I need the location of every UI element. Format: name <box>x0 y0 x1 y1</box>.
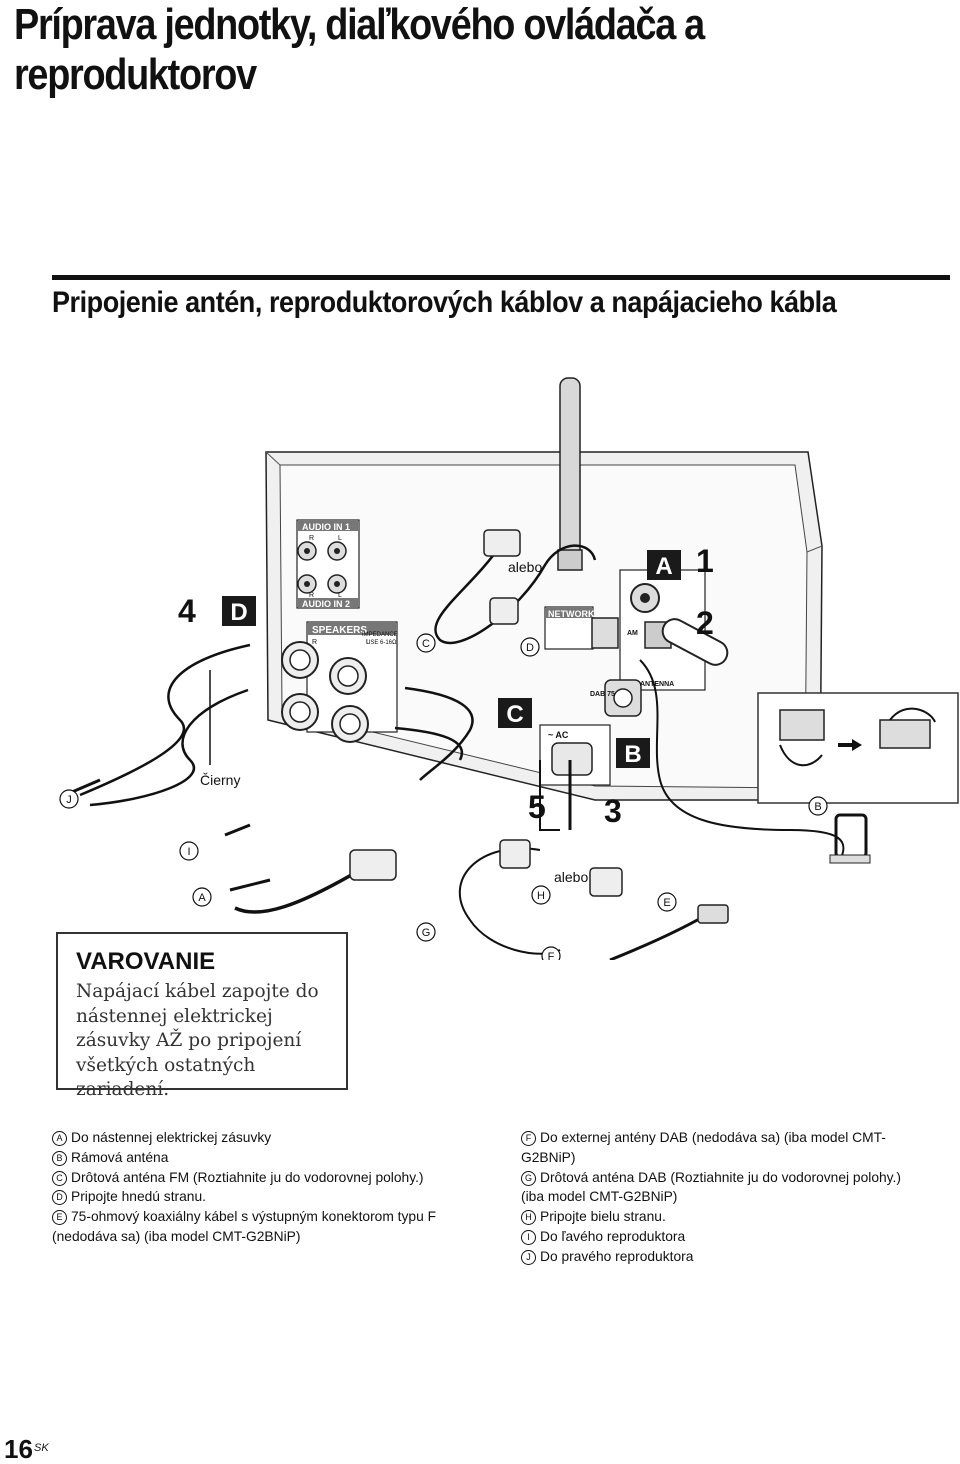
ac-label: ~ AC <box>548 730 569 740</box>
cables <box>79 544 845 960</box>
step-badge: B <box>624 741 641 768</box>
channel-label: L <box>338 535 342 542</box>
legend-item: A Do nástennej elektrickej zásuvky <box>52 1128 472 1148</box>
step-badge: D <box>230 599 247 626</box>
channel-label: R <box>309 535 314 542</box>
legend-text: Pripojte hnedú stranu. <box>71 1189 206 1205</box>
step-badge: A <box>655 553 672 580</box>
callout-label: C <box>422 638 430 650</box>
legend-text: Pripojte bielu stranu. <box>540 1209 666 1225</box>
warning-box: VAROVANIE Napájací kábel zapojte do nást… <box>56 932 348 1100</box>
dab-label: DAB 75 <box>590 691 615 698</box>
channel-label: R <box>312 639 317 646</box>
callout-label: B <box>814 801 821 813</box>
callout-letter: J <box>521 1249 536 1265</box>
legend-text: Drôtová anténa DAB (Roztiahnite ju do vo… <box>521 1169 901 1205</box>
unit-rear-panel <box>265 451 823 801</box>
callout-label: G <box>422 927 431 939</box>
callout-letter: F <box>521 1131 536 1146</box>
channel-label: L <box>338 592 342 599</box>
impedance-use-label: USE 6-16Ω <box>366 640 397 646</box>
callout-label: J <box>66 794 72 806</box>
arrows <box>71 670 560 892</box>
warning-title: VAROVANIE <box>76 948 216 975</box>
callouts <box>59 633 828 960</box>
channel-label: L <box>366 639 370 646</box>
channel-label: R <box>309 592 314 599</box>
callout-label: A <box>198 892 206 904</box>
section-rule <box>52 275 950 280</box>
page-language: SK <box>34 1442 49 1454</box>
legend-text: 75-ohmový koaxiálny kábel s výstupným ko… <box>52 1209 437 1244</box>
callout-label: I <box>187 846 190 858</box>
legend-text: Do ľavého reproduktora <box>540 1228 686 1244</box>
callout-label: F <box>548 951 555 960</box>
step-badge: C <box>506 701 523 728</box>
step-number: 2 <box>696 605 714 641</box>
step-badges: D C B A <box>222 550 681 768</box>
page-number: 16 <box>4 1434 33 1464</box>
callout-letter: C <box>52 1170 67 1186</box>
connection-diagram: 4 5 3 1 2 D C B A A B C D E F G H I <box>59 377 959 960</box>
page-title: Príprava jednotky, diaľkového ovládača a… <box>14 0 705 99</box>
alebo-label: alebo <box>554 869 588 885</box>
callout-letter: B <box>52 1150 67 1166</box>
loop-antenna <box>829 813 871 864</box>
step-number: 5 <box>528 789 546 825</box>
legend-text: Do externej antény DAB (nedodáva sa) (ib… <box>521 1130 886 1165</box>
step-number: 4 <box>178 593 196 629</box>
am-label: AM <box>627 630 638 637</box>
warning-text: Napájací kábel zapojte do nástennej elek… <box>76 981 319 1100</box>
antenna-label: ANTENNA <box>640 681 674 688</box>
callout-label: E <box>663 897 670 909</box>
legend-text: Do nástennej elektrickej zásuvky <box>71 1130 272 1145</box>
loop-antenna-inset <box>757 692 959 804</box>
wireless-antenna <box>557 377 583 571</box>
audio-in-1-label: AUDIO IN 1 <box>302 522 350 532</box>
alebo-label: alebo <box>508 559 542 575</box>
legend-text: Rámová anténa <box>71 1149 169 1165</box>
connectors <box>349 529 729 924</box>
callout-letter: A <box>52 1131 67 1146</box>
callout-letter: H <box>521 1210 536 1226</box>
legend-text: Drôtová anténa FM (Roztiahnite ju do vod… <box>71 1169 424 1185</box>
black-wire-label: Čierny <box>200 772 240 788</box>
audio-in-2-label: AUDIO IN 2 <box>302 599 350 609</box>
step-number: 1 <box>696 543 714 579</box>
network-label: NETWORK <box>548 609 595 619</box>
callout-letter: I <box>521 1229 536 1245</box>
impedance-label: IMPEDANCE <box>362 632 398 638</box>
callout-letter: E <box>52 1210 67 1226</box>
speakers-label: SPEAKERS <box>312 625 367 636</box>
callout-label: H <box>537 890 545 902</box>
section-title: Pripojenie antén, reproduktorových káblo… <box>52 286 837 319</box>
callout-letter: G <box>521 1170 536 1186</box>
step-number: 3 <box>604 793 622 829</box>
callout-letter: D <box>52 1190 67 1206</box>
legend-text: Do pravého reproduktora <box>540 1248 694 1264</box>
step-numbers: 4 5 3 1 2 <box>178 543 714 829</box>
callout-label: D <box>526 642 534 654</box>
